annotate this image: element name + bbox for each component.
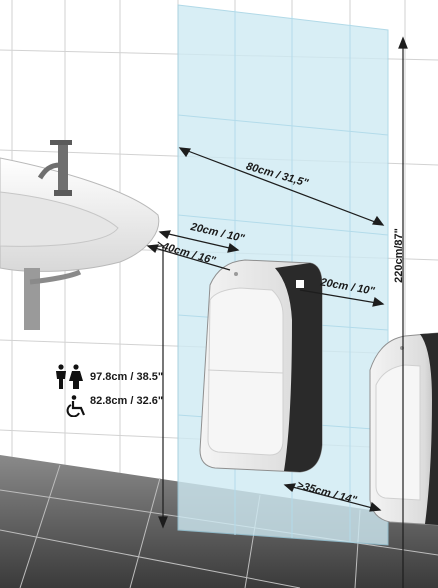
- dimension-lines: [146, 36, 408, 588]
- people-icon: [52, 364, 86, 390]
- wheelchair-icon: [66, 395, 88, 417]
- sink: [0, 157, 160, 330]
- wall-height-label: 220cm/87": [392, 228, 405, 283]
- standard-height-label: 97.8cm / 38.5": [90, 371, 164, 383]
- faucet: [37, 140, 72, 196]
- second-hand-dryer: [369, 332, 438, 526]
- main-hand-dryer: [199, 259, 323, 473]
- accessible-height-label: 82.8cm / 32.6": [90, 395, 164, 407]
